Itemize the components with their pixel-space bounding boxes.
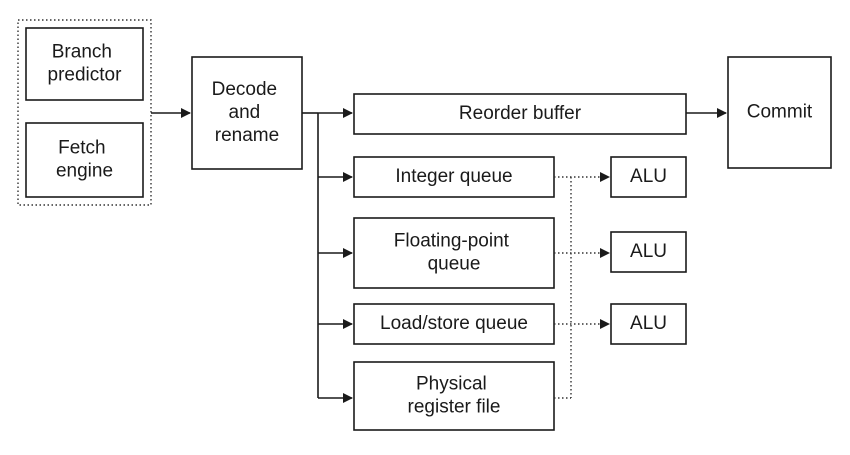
decode-rename-label-line-1: Decode xyxy=(212,79,278,100)
svg-text:Physical register file: Physical register file xyxy=(408,374,501,418)
commit-block: Commit xyxy=(727,56,832,169)
physical-register-file-label-line-2: register file xyxy=(408,396,501,417)
fetch-engine-block: Fetch engine xyxy=(25,122,144,198)
integer-queue-block: Integer queue xyxy=(353,156,555,198)
fp-queue-label-line-1: Floating-point xyxy=(394,231,510,252)
svg-text:Floating-point queue: Floating-point queue xyxy=(394,231,514,275)
branch-predictor-label-line-2: predictor xyxy=(48,64,123,85)
load-store-queue-label: Load/store queue xyxy=(380,313,528,334)
integer-queue-label: Integer queue xyxy=(395,166,512,187)
branch-predictor-label-line-1: Branch xyxy=(52,42,112,63)
floating-point-queue-block: Floating-point queue xyxy=(353,217,555,289)
alu-2-label: ALU xyxy=(630,241,667,262)
decode-rename-label-line-2: and xyxy=(229,102,261,123)
load-store-queue-block: Load/store queue xyxy=(353,303,555,345)
svg-text:Branch predictor: Branch predictor xyxy=(48,42,123,86)
decode-rename-label-line-3: rename xyxy=(215,125,279,146)
fetch-engine-label-line-2: engine xyxy=(56,160,113,181)
commit-label: Commit xyxy=(747,102,813,123)
reorder-buffer-block: Reorder buffer xyxy=(353,93,687,135)
svg-text:Fetch engine: Fetch engine xyxy=(56,138,113,182)
fp-queue-label-line-2: queue xyxy=(428,253,481,274)
fetch-engine-label-line-1: Fetch xyxy=(58,138,106,159)
reorder-buffer-label: Reorder buffer xyxy=(459,103,582,124)
branch-predictor-block: Branch predictor xyxy=(25,27,144,101)
alu-block-2: ALU xyxy=(610,231,687,273)
alu-block-3: ALU xyxy=(610,303,687,345)
physical-register-file-block: Physical register file xyxy=(353,361,555,431)
physical-register-file-label-line-1: Physical xyxy=(416,374,487,395)
svg-text:Decode and rename: Decode and rename xyxy=(212,79,283,146)
alu-1-label: ALU xyxy=(630,166,667,187)
alu-block-1: ALU xyxy=(610,156,687,198)
decode-rename-block: Decode and rename xyxy=(191,56,303,170)
alu-3-label: ALU xyxy=(630,313,667,334)
